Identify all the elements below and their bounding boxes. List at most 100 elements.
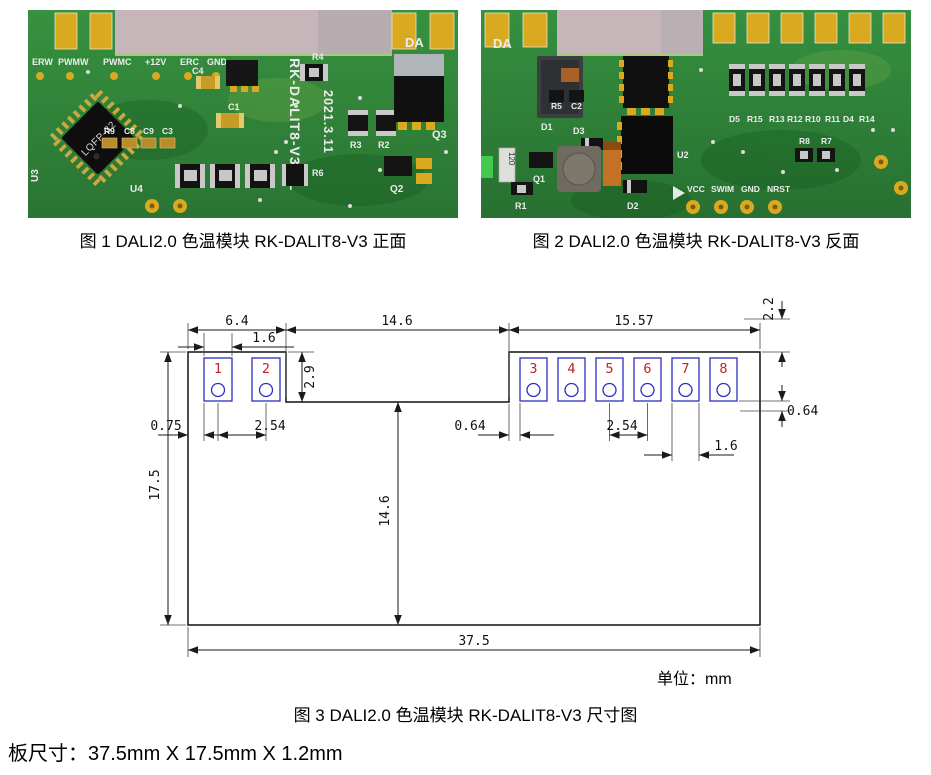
coil-120: 120 <box>498 147 516 183</box>
ref-c1: C1 <box>228 102 240 112</box>
pin-label-pwmc: PWMC <box>103 57 132 67</box>
dim-notch-depth: 2.9 <box>303 365 318 388</box>
dim-top-mid: 14.6 <box>381 314 412 329</box>
transistor-q1: Q1 <box>529 152 553 184</box>
ref-r13: R13 <box>769 114 785 124</box>
back-pin-labels: VCC SWIM GND NRST <box>687 184 791 194</box>
ref-u2: U2 <box>677 150 689 160</box>
pad-number-7: 7 <box>681 361 689 377</box>
via-holes <box>699 68 895 174</box>
dim-right-pitch: 2.54 <box>606 419 637 434</box>
inductor <box>557 146 601 192</box>
mount-pads <box>145 199 187 213</box>
ref-r11: R11 <box>825 114 840 124</box>
ref-r15: R15 <box>747 114 763 124</box>
dim-top-left: 6.4 <box>225 314 249 329</box>
sot-regulator <box>226 60 259 92</box>
ref-u3: U3 <box>30 169 41 182</box>
pin-label-gnd: GND <box>207 57 228 67</box>
dim-right-top: 2.2 <box>762 297 777 320</box>
pin-label-erc: ERC <box>180 57 200 67</box>
pcb-back-texture <box>571 50 891 218</box>
transistor-q2: Q2 <box>384 156 432 195</box>
ref-r8: R8 <box>799 136 810 146</box>
ref-c3: C3 <box>162 126 173 136</box>
ref-c2: C2 <box>571 101 582 111</box>
ref-r1: R1 <box>515 201 527 211</box>
pin-label-gnd: GND <box>741 184 760 194</box>
pin-label-pwmw: PWMW <box>58 57 89 67</box>
dimension-texts: 6.4 14.6 15.57 2.2 1.6 2.9 0.75 2.54 0.6… <box>148 297 818 649</box>
board-edge-glint <box>115 54 392 56</box>
ref-c9: C9 <box>143 126 154 136</box>
ref-d1: D1 <box>541 122 553 132</box>
ref-r3: R3 <box>350 140 362 150</box>
da-label: DA <box>493 36 512 51</box>
qfp-chip-u3: LQFP-32 <box>47 87 149 189</box>
cap-row: R9 C8 C9 C3 <box>101 126 176 149</box>
pin-label-nrst: NRST <box>767 184 791 194</box>
board-size-note: 板尺寸：37.5mm X 17.5mm X 1.2mm <box>8 743 343 765</box>
resistor-r4: R4 <box>300 52 328 81</box>
via-holes <box>86 70 448 208</box>
ref-c4: C4 <box>192 66 204 76</box>
figure1-caption: 图 1 DALI2.0 色温模块 RK-DALIT8-V3 正面 <box>79 232 407 251</box>
pad-number-1: 1 <box>214 361 222 377</box>
cap-c1: C1 <box>216 102 244 128</box>
programming-pads <box>686 155 908 214</box>
dim-notch-height: 14.6 <box>378 495 393 526</box>
ref-q2: Q2 <box>390 184 404 195</box>
figure2-caption: 图 2 DALI2.0 色温模块 RK-DALIT8-V3 反面 <box>532 232 860 251</box>
pad-number-3: 3 <box>529 361 537 377</box>
cap-c4: C4 <box>192 66 220 89</box>
pad-number-5: 5 <box>605 361 613 377</box>
background-notch-shade <box>661 10 703 56</box>
background-notch-shade <box>318 10 392 56</box>
pcb-back-photo: DA D1 R5 C2 D3 <box>481 10 911 218</box>
pin-label-erw: ERW <box>32 57 53 67</box>
ref-r9: R9 <box>104 126 115 136</box>
pcb-front-photo: DA ERW PWMW PWMC +12V ERC GND LQFP-32 U3… <box>28 10 458 218</box>
ref-r14: R14 <box>859 114 875 124</box>
ref-c8: C8 <box>124 126 135 136</box>
ref-d5: D5 <box>729 114 740 124</box>
dim-board-width: 37.5 <box>458 634 489 649</box>
ref-r12: R12 <box>787 114 803 124</box>
dim-left-margin: 0.75 <box>150 419 181 434</box>
transistor-q3: Q3 <box>394 54 447 141</box>
date-code-silkscreen: 2021.3.11 <box>321 90 335 154</box>
pad-number-4: 4 <box>567 361 575 377</box>
ref-q1: Q1 <box>533 174 545 184</box>
ref-r7: R7 <box>821 136 832 146</box>
parts-r5-c2: R5 C2 <box>549 68 584 111</box>
led <box>481 156 493 178</box>
front-top-left-pads <box>54 12 113 50</box>
dim-right-gap: 0.64 <box>787 404 818 419</box>
resistors-r3-r2: R3 R2 <box>348 110 396 150</box>
pin-label-vcc: VCC <box>687 184 705 194</box>
pad-number-2: 2 <box>262 361 270 377</box>
back-top-right-pads <box>712 12 906 44</box>
da-label: DA <box>405 35 424 50</box>
ref-r5: R5 <box>551 101 562 111</box>
bottom-smd-row: R6 <box>175 164 324 188</box>
pad-number-6: 6 <box>643 361 651 377</box>
pin-label-12v: +12V <box>145 57 166 67</box>
resistors-r8-r7: R8 R7 <box>795 136 835 162</box>
board-edge-glint <box>557 54 703 56</box>
dimension-drawing: 6.4 14.6 15.57 2.2 1.6 2.9 0.75 2.54 0.6… <box>148 297 818 688</box>
dim-left-pitch: 2.54 <box>254 419 285 434</box>
back-top-left-pads: DA <box>484 12 548 51</box>
dim-right-pad-width: 1.6 <box>714 439 737 454</box>
ref-d3: D3 <box>573 126 585 136</box>
drawing-pads: 1 2 3 4 5 6 7 8 <box>203 357 738 402</box>
ref-u4: U4 <box>130 184 143 195</box>
ref-r10: R10 <box>805 114 821 124</box>
figure3-caption: 图 3 DALI2.0 色温模块 RK-DALIT8-V3 尺寸图 <box>293 706 638 725</box>
ref-r4: R4 <box>312 52 324 62</box>
ref-r2: R2 <box>378 140 390 150</box>
dim-board-height: 17.5 <box>148 469 163 500</box>
ref-r6: R6 <box>312 168 324 178</box>
ref-q3: Q3 <box>432 129 447 141</box>
